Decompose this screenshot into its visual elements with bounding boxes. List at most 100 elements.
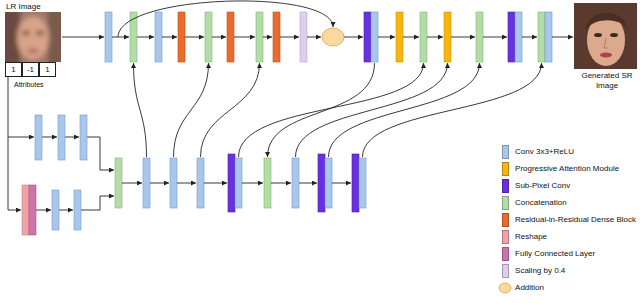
- flow-wire: [307, 37, 321, 38]
- flow-wire: [212, 37, 226, 38]
- flow-wire: [150, 183, 169, 184]
- addition-node: [322, 28, 344, 46]
- flow-wire: [234, 37, 255, 38]
- image-panel: LR Image: [4, 1, 62, 62]
- conv-block: [35, 115, 42, 160]
- node-label: LR Image: [6, 2, 60, 12]
- flow-wire: [263, 37, 272, 38]
- conv-block: [197, 158, 204, 208]
- conv-block: [359, 158, 366, 208]
- subpixel-block: [318, 154, 325, 212]
- subpixel-block: [352, 154, 359, 212]
- conv-block: [58, 115, 65, 160]
- flow-wire: [87, 137, 114, 170]
- legend-swatch: [502, 162, 509, 176]
- legend-row: Progressive Attention Module: [502, 160, 636, 177]
- conv-block: [170, 158, 177, 208]
- conv-block: [235, 158, 242, 208]
- legend-swatch: [502, 179, 509, 193]
- flow-wire: [62, 37, 104, 38]
- lr-lips: [27, 49, 39, 54]
- legend-swatch: [502, 196, 509, 210]
- lr-face: [5, 12, 61, 62]
- link-wire: [363, 63, 542, 157]
- concat-block: [205, 12, 212, 62]
- conv-block: [371, 12, 378, 62]
- flow-wire: [36, 210, 51, 211]
- legend-row: Residual-in-Residual Dense Block: [502, 211, 636, 228]
- flow-wire: [122, 183, 142, 184]
- conv-block: [80, 115, 87, 160]
- flow-wire: [65, 137, 79, 138]
- attribute-cell: -1: [22, 62, 39, 77]
- node-label: 1: [45, 65, 49, 74]
- flow-wire: [81, 196, 114, 210]
- flow-wire: [332, 183, 351, 184]
- concat-block: [420, 12, 427, 62]
- skip-wire: [118, 1, 333, 37]
- legend-row: Concatenation: [502, 194, 636, 211]
- legend-label: Fully Connected Layer: [515, 249, 595, 259]
- lr-eye: [22, 31, 30, 36]
- flow-wire: [162, 37, 177, 38]
- flow-wire: [522, 37, 537, 38]
- legend-swatch: [502, 213, 509, 227]
- attribute-cell: 1: [5, 62, 22, 77]
- image-panel: Generated SR Image: [572, 3, 640, 91]
- attention-block: [444, 12, 451, 62]
- flow-wire: [59, 210, 73, 211]
- conv-block: [292, 158, 299, 208]
- concat-block: [115, 158, 122, 208]
- legend-row: Reshape: [502, 228, 636, 245]
- attribute-cell: 1: [39, 62, 56, 77]
- legend-label: Conv 3x3+ReLU: [515, 147, 574, 157]
- flow-wire: [271, 183, 291, 184]
- sr-eye: [610, 33, 618, 37]
- link-wire: [268, 63, 375, 157]
- legend-label: Concatenation: [515, 198, 567, 208]
- annotation-label: Attributes: [14, 80, 44, 89]
- link-wire: [134, 63, 147, 157]
- concat-block: [264, 158, 271, 208]
- conv-block: [515, 12, 522, 62]
- flow-wire: [177, 183, 196, 184]
- lr-face-skin: [17, 16, 49, 60]
- sr-lips: [600, 52, 612, 57]
- legend-swatch: [502, 264, 509, 278]
- flow-wire: [427, 37, 443, 38]
- lr-hair: [48, 12, 61, 62]
- node-label: Generated SR Image: [572, 71, 640, 91]
- legend-label: Scaling by 0.4: [515, 266, 565, 276]
- rrdb-block: [178, 12, 185, 62]
- flow-wire: [403, 37, 419, 38]
- legend-swatch: [502, 145, 509, 159]
- reshape-block: [22, 185, 29, 235]
- node-label: 1: [11, 65, 15, 74]
- conv-block: [52, 190, 59, 230]
- conv-block: [105, 12, 112, 62]
- link-wire: [174, 63, 209, 157]
- scaling-block: [300, 12, 307, 62]
- sr-hair: [585, 13, 628, 30]
- legend-row: Sub-Pixel Conv: [502, 177, 636, 194]
- legend-swatch: [502, 230, 509, 244]
- flow-wire: [42, 137, 57, 138]
- concat-block: [256, 12, 263, 62]
- legend-row: Scaling by 0.4: [502, 262, 636, 279]
- flow-wire: [483, 37, 507, 38]
- sr-face-ground: [574, 3, 637, 69]
- flow-wire: [451, 37, 475, 38]
- attribute-wire: [8, 77, 9, 210]
- legend-row: Addition: [502, 279, 636, 296]
- subpixel-block: [508, 12, 515, 62]
- link-wire: [329, 63, 480, 157]
- conv-block: [74, 190, 81, 230]
- attention-block: [396, 12, 403, 62]
- legend-label: Sub-Pixel Conv: [515, 181, 570, 191]
- fc-block: [29, 185, 36, 235]
- rrdb-block: [273, 12, 280, 62]
- legend-label: Progressive Attention Module: [515, 164, 619, 174]
- addition-symbol: [499, 283, 511, 293]
- attribute-wire: [8, 210, 21, 211]
- flow-wire: [137, 37, 154, 38]
